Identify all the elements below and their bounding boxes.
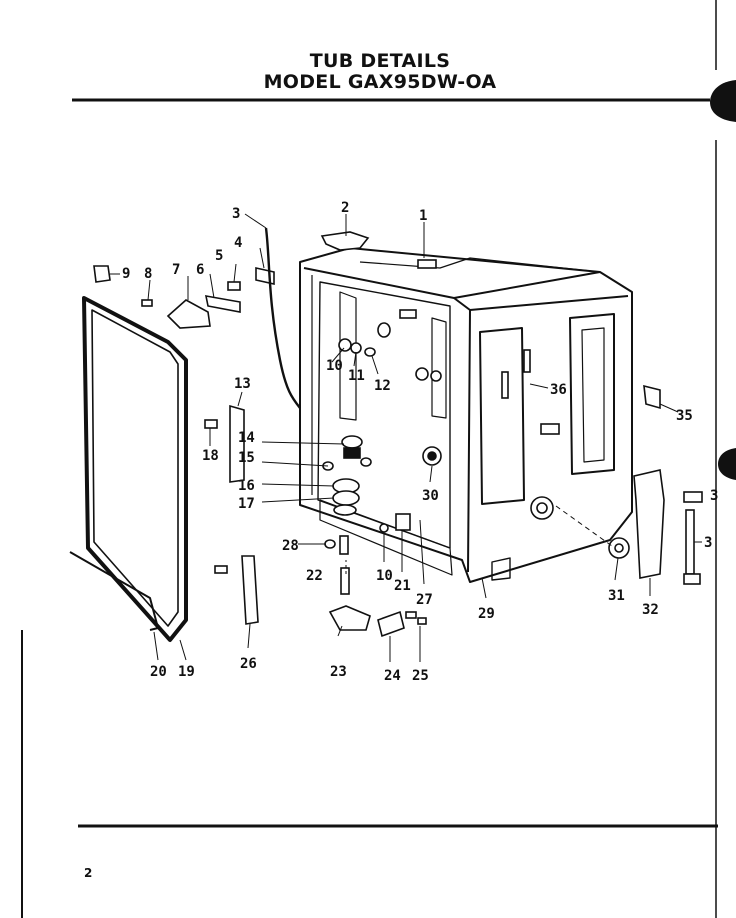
binder-hole-mark xyxy=(718,448,736,480)
diagram-title: TUB DETAILS xyxy=(309,50,451,72)
callout-8: 8 xyxy=(144,266,152,282)
page-frame xyxy=(21,0,718,918)
callout-leaders xyxy=(110,213,702,662)
callout-10-lower: 10 xyxy=(376,568,393,584)
callout-10-upper: 10 xyxy=(326,358,343,374)
callout-25: 25 xyxy=(412,668,429,684)
callout-34-partial: 3 xyxy=(704,535,712,551)
tub-internal-parts xyxy=(322,259,630,595)
callout-29: 29 xyxy=(478,606,495,622)
callout-12: 12 xyxy=(374,378,391,394)
callout-14: 14 xyxy=(238,430,255,446)
callout-2: 2 xyxy=(341,200,349,216)
callout-15: 15 xyxy=(238,450,255,466)
callout-26: 26 xyxy=(240,656,257,672)
callout-19: 19 xyxy=(178,664,195,680)
callout-17: 17 xyxy=(238,496,255,512)
callout-31: 31 xyxy=(608,588,625,604)
callout-33-partial: 3 xyxy=(710,488,718,504)
callout-22: 22 xyxy=(306,568,323,584)
callout-11: 11 xyxy=(348,368,365,384)
callout-1: 1 xyxy=(419,208,427,224)
callout-7: 7 xyxy=(172,262,180,278)
model-subtitle: MODEL GAX95DW-OA xyxy=(263,71,497,93)
callout-27: 27 xyxy=(416,592,433,608)
callout-18: 18 xyxy=(202,448,219,464)
callout-35: 35 xyxy=(676,408,693,424)
callout-24: 24 xyxy=(384,668,401,684)
callout-36: 36 xyxy=(550,382,567,398)
callout-6: 6 xyxy=(196,262,204,278)
callout-20: 20 xyxy=(150,664,167,680)
callout-3: 3 xyxy=(232,206,240,222)
callout-32: 32 xyxy=(642,602,659,618)
door-hardware-parts xyxy=(93,227,703,638)
tub-body xyxy=(299,247,633,583)
callout-16: 16 xyxy=(238,478,255,494)
callout-23: 23 xyxy=(330,664,347,680)
door-panel xyxy=(69,296,188,642)
callout-4: 4 xyxy=(234,235,242,251)
callout-labels: 1 2 3 4 5 6 7 8 9 10 11 12 13 14 15 16 1… xyxy=(122,200,718,684)
callout-5: 5 xyxy=(215,248,223,264)
page-number: 2 xyxy=(84,866,93,880)
callout-21: 21 xyxy=(394,578,411,594)
callout-13: 13 xyxy=(234,376,251,392)
callout-9: 9 xyxy=(122,266,130,282)
binder-tab-mark xyxy=(710,80,736,122)
callout-30: 30 xyxy=(422,488,439,504)
callout-28: 28 xyxy=(282,538,299,554)
